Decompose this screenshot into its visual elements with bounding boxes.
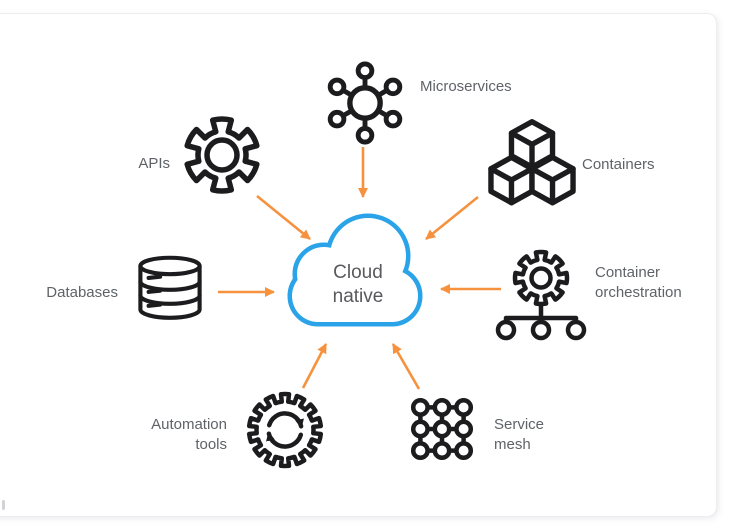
databases-label: Databases: [46, 284, 118, 301]
databases-icon: [138, 255, 202, 320]
containers-icon: [488, 119, 576, 206]
microservices-icon: [327, 61, 403, 145]
automation-tools-icon: [246, 391, 324, 469]
container-orchestration-label: Container orchestration: [595, 264, 682, 301]
service-mesh-icon: [410, 397, 474, 461]
edge-artifact: [2, 500, 5, 510]
service-mesh-label: Service mesh: [494, 416, 545, 453]
containers-label: Containers: [582, 156, 655, 173]
cloud-icon: [287, 213, 423, 327]
microservices-label: Microservices: [420, 78, 512, 95]
container-orchestration-icon: [495, 249, 587, 341]
apis-gear-icon: [184, 116, 260, 194]
automation-tools-label: Automation tools: [151, 416, 227, 453]
cloud-native-label: Cloud native: [332, 262, 384, 307]
apis-label: APIs: [138, 155, 170, 172]
